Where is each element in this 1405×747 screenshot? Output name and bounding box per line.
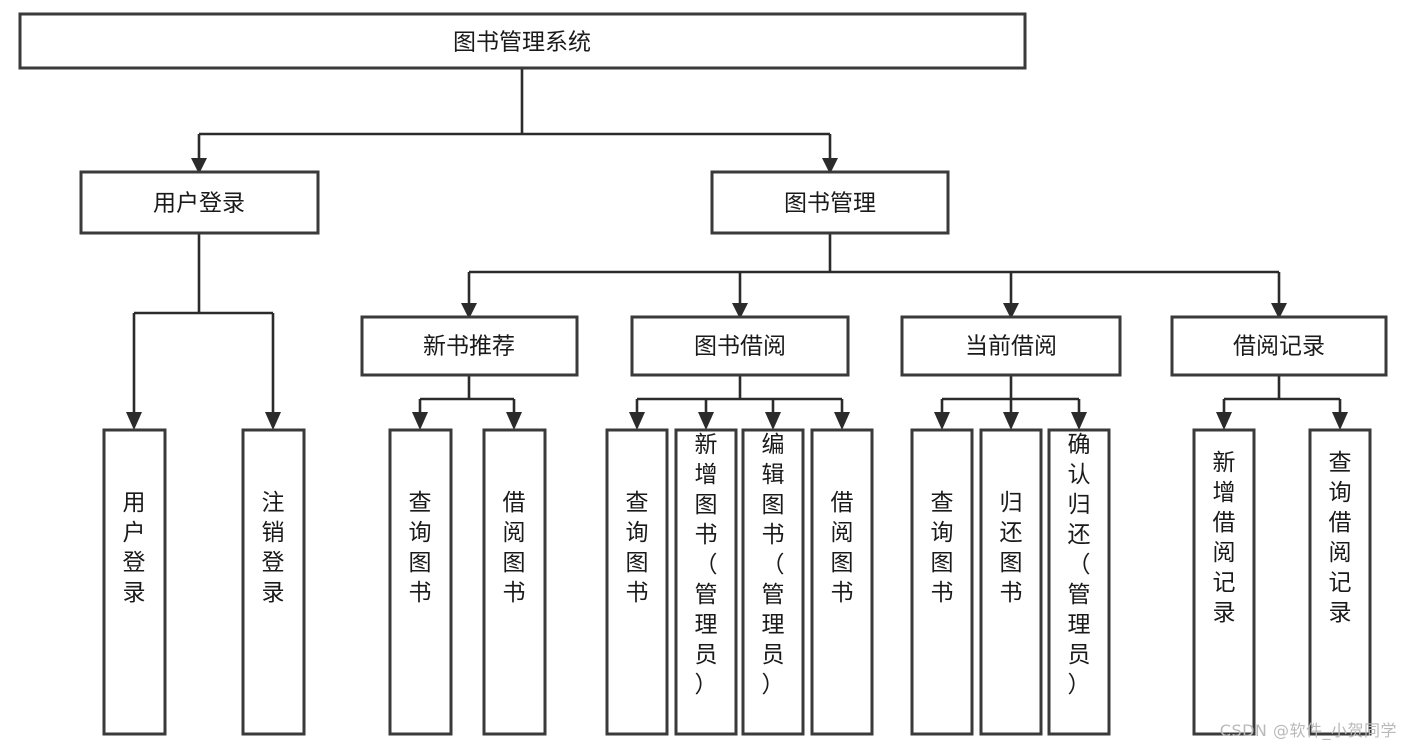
node-leaf-query-book-1-box[interactable]: [388, 428, 453, 736]
node-leaf-confirm-return[interactable]: 确认归还（管理员）: [1047, 428, 1111, 736]
node-leaf-return-book-box[interactable]: [979, 428, 1043, 736]
node-leaf-edit-book[interactable]: 编辑图书（管理员）: [741, 428, 805, 736]
node-layer: 图书管理系统 用户登录 图书管理 新书推荐 图书借阅 当前: [18, 12, 1388, 736]
arrowhead-icon: [1216, 412, 1232, 430]
node-leaf-user-login[interactable]: 用户登录: [102, 428, 167, 736]
node-root[interactable]: 图书管理系统: [18, 12, 1027, 70]
node-book-mgmt[interactable]: 图书管理: [710, 170, 950, 235]
node-borrow-record-label: 借阅记录: [1233, 334, 1325, 360]
node-leaf-logout-label: 注销登录: [262, 490, 285, 606]
arrowhead-icon: [461, 303, 477, 319]
node-leaf-user-login-label: 用户登录: [123, 490, 146, 606]
arrowhead-icon: [934, 412, 950, 430]
node-leaf-query-book-2-box[interactable]: [605, 428, 669, 736]
node-leaf-borrow-book-2[interactable]: 借阅图书: [810, 428, 874, 736]
arrowhead-icon: [1332, 412, 1348, 430]
node-leaf-query-book-2-label: 查询图书: [626, 490, 649, 606]
node-borrow-record-box[interactable]: [1170, 315, 1388, 377]
node-leaf-edit-book-box[interactable]: [741, 428, 805, 736]
node-new-book-rec-label: 新书推荐: [423, 334, 515, 360]
node-book-borrow[interactable]: 图书借阅: [630, 315, 850, 377]
node-leaf-query-record-label: 查询借阅记录: [1329, 450, 1352, 626]
node-leaf-borrow-book-1[interactable]: 借阅图书: [482, 428, 547, 736]
node-leaf-add-book[interactable]: 新增图书（管理员）: [674, 428, 738, 736]
node-leaf-add-book-box[interactable]: [674, 428, 738, 736]
node-leaf-query-record-box[interactable]: [1308, 428, 1372, 736]
arrowhead-icon: [191, 158, 207, 174]
node-user-login[interactable]: 用户登录: [79, 170, 320, 235]
arrowhead-icon: [1271, 303, 1287, 319]
node-user-login-box[interactable]: [79, 170, 320, 235]
node-book-borrow-box[interactable]: [630, 315, 850, 377]
node-book-borrow-label: 图书借阅: [694, 334, 786, 360]
node-leaf-return-book[interactable]: 归还图书: [979, 428, 1043, 736]
node-leaf-return-book-label: 归还图书: [1000, 490, 1023, 606]
arrowhead-icon: [1071, 412, 1087, 430]
node-leaf-borrow-book-1-label: 借阅图书: [503, 490, 526, 606]
arrowhead-icon: [822, 158, 838, 174]
node-leaf-query-record[interactable]: 查询借阅记录: [1308, 428, 1372, 736]
node-current-borrow-label: 当前借阅: [965, 334, 1057, 360]
node-leaf-query-book-1[interactable]: 查询图书: [388, 428, 453, 736]
node-root-label: 图书管理系统: [453, 30, 591, 56]
arrowhead-icon: [834, 412, 850, 430]
node-leaf-borrow-book-2-box[interactable]: [810, 428, 874, 736]
arrowhead-icon: [765, 412, 781, 430]
node-leaf-edit-book-label: 编辑图书（管理员）: [762, 432, 785, 698]
node-leaf-query-book-3-box[interactable]: [910, 428, 974, 736]
node-leaf-add-record-label: 新增借阅记录: [1213, 450, 1236, 626]
node-leaf-logout[interactable]: 注销登录: [241, 428, 306, 736]
node-new-book-rec[interactable]: 新书推荐: [360, 315, 579, 377]
node-leaf-confirm-return-box[interactable]: [1047, 428, 1111, 736]
node-leaf-user-login-box[interactable]: [102, 428, 167, 736]
node-leaf-query-book-1-label: 查询图书: [409, 490, 432, 606]
arrowhead-icon: [412, 412, 428, 430]
arrowhead-icon: [265, 412, 281, 430]
node-leaf-add-record-box[interactable]: [1192, 428, 1256, 736]
node-leaf-add-record[interactable]: 新增借阅记录: [1192, 428, 1256, 736]
node-leaf-query-book-2[interactable]: 查询图书: [605, 428, 669, 736]
node-leaf-borrow-book-1-box[interactable]: [482, 428, 547, 736]
node-borrow-record[interactable]: 借阅记录: [1170, 315, 1388, 377]
edge-layer: [132, 68, 1342, 412]
arrowhead-layer: [126, 158, 1348, 430]
node-current-borrow-box[interactable]: [900, 315, 1122, 377]
node-leaf-add-book-label: 新增图书（管理员）: [695, 432, 718, 698]
arrowhead-icon: [1003, 412, 1019, 430]
arrowhead-icon: [126, 412, 142, 430]
arrowhead-icon: [1003, 303, 1019, 319]
node-book-mgmt-box[interactable]: [710, 170, 950, 235]
node-book-mgmt-label: 图书管理: [784, 191, 876, 217]
node-leaf-borrow-book-2-label: 借阅图书: [831, 490, 854, 606]
arrowhead-icon: [732, 303, 748, 319]
arrowhead-icon: [506, 412, 522, 430]
node-new-book-rec-box[interactable]: [360, 315, 579, 377]
node-leaf-query-book-3[interactable]: 查询图书: [910, 428, 974, 736]
node-current-borrow[interactable]: 当前借阅: [900, 315, 1122, 377]
arrowhead-icon: [698, 412, 714, 430]
node-root-box[interactable]: [18, 12, 1027, 70]
node-leaf-confirm-return-label: 确认归还（管理员）: [1068, 432, 1091, 698]
node-user-login-label: 用户登录: [153, 191, 245, 217]
node-leaf-logout-box[interactable]: [241, 428, 306, 736]
arrowhead-icon: [629, 412, 645, 430]
node-leaf-query-book-3-label: 查询图书: [931, 490, 954, 606]
